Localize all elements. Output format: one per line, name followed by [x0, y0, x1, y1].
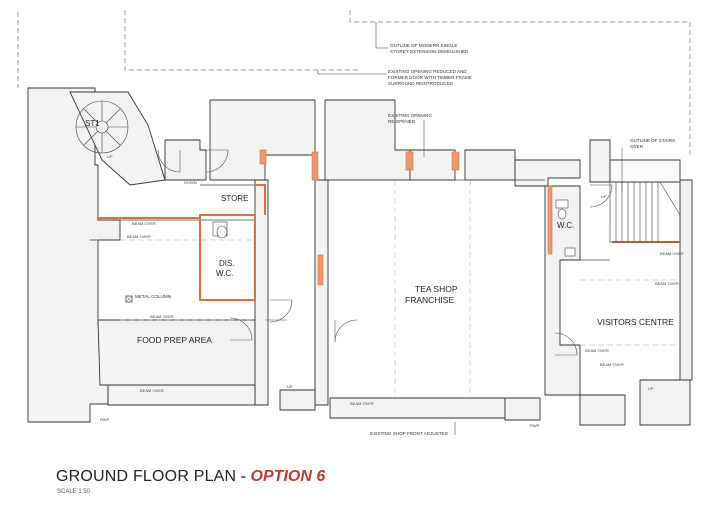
- tag-beam-over-2: BEAM OVER: [127, 234, 151, 239]
- new-walls: [98, 184, 680, 301]
- note-opening-reduced-line3: SURROUND REINTRODUCED: [388, 81, 454, 86]
- tag-beam-over-9: BEAM OVER: [350, 401, 374, 406]
- tag-down: DOWN: [184, 180, 197, 185]
- note-metal-column: METAL COLUMN: [135, 294, 171, 299]
- tag-beam-over-1: BEAM OVER: [132, 221, 156, 226]
- note-stairs-over-line1: OUTLINE OF STAIRS: [630, 138, 675, 143]
- tag-beam-over-7: BEAM OVER: [585, 348, 609, 353]
- dis-wc-toilet-icon: [216, 225, 228, 239]
- tag-beam-over-3: BEAM OVER: [150, 314, 174, 319]
- room-label-dis-wc-line1: DIS.: [219, 259, 235, 268]
- drawing-title: GROUND FLOOR PLAN - OPTION 6: [56, 468, 325, 486]
- note-opening-reopened-line1: EXISTING OPENING: [388, 113, 432, 118]
- room-label-food-prep: FOOD PREP AREA: [137, 335, 212, 345]
- metal-column-icon: [125, 295, 133, 303]
- note-opening-reopened-line2: RE OPENED: [388, 119, 416, 124]
- drawing-title-main: GROUND FLOOR PLAN: [56, 468, 237, 485]
- room-label-visitors-centre: VISITORS CENTRE: [597, 317, 674, 327]
- tag-up-lower: UP: [287, 384, 293, 389]
- tag-up-right: UP: [601, 194, 607, 199]
- room-label-stair: ST1: [85, 119, 100, 128]
- note-stairs-over-line2: OVER: [630, 144, 644, 149]
- drawing-scale: SCALE 1:50: [57, 489, 91, 495]
- demolished-extension-outline: [17, 10, 691, 155]
- room-label-store: STORE: [221, 194, 248, 203]
- room-label-tea-shop-line1: TEA SHOP: [415, 284, 458, 294]
- room-label-dis-wc-line2: W.C.: [216, 269, 233, 278]
- right-staircase: [609, 181, 681, 243]
- note-opening-reduced-line2: FORMER DOOR WITH TIMBER FRAME: [388, 75, 472, 80]
- new-wall-infill: [259, 149, 553, 286]
- tag-beam-over-4: BEAM OVER: [140, 388, 164, 393]
- spiral-stair: [75, 100, 129, 154]
- drawing-title-option: OPTION 6: [250, 468, 326, 485]
- tag-beam-over-6: BEAM OVER: [655, 281, 679, 286]
- existing-walls: [27, 87, 693, 426]
- door-swings: [157, 149, 613, 356]
- note-shop-front: EXISTING SHOP FRONT ADJUSTED: [370, 431, 449, 436]
- tag-beam-over-8: BEAM OVER: [600, 362, 624, 367]
- tag-up-bottom-right: UP: [648, 386, 654, 391]
- note-modern-extension-line1: OUTLINE OF MODERN SINGLE: [390, 43, 457, 48]
- drawing-title-dash: -: [236, 468, 251, 485]
- tag-rwp-left: RWP: [100, 417, 110, 422]
- sanitary-fixtures: [212, 199, 576, 257]
- tag-up-stair: UP: [107, 154, 113, 159]
- room-label-tea-shop-line2: FRANCHISE: [405, 295, 454, 305]
- tag-beam-over-5: BEAM OVER: [660, 251, 684, 256]
- room-label-wc: W.C.: [557, 221, 574, 230]
- wc-toilet-icon: [557, 208, 567, 220]
- annotation-leaders: [317, 22, 623, 435]
- note-opening-reduced-line1: EXISTING OPENING REDUCED AND: [388, 69, 467, 74]
- tag-rwp-right: RWP: [530, 423, 540, 428]
- note-modern-extension-line2: STOREY EXTENSION DEMOLISHED: [390, 49, 469, 54]
